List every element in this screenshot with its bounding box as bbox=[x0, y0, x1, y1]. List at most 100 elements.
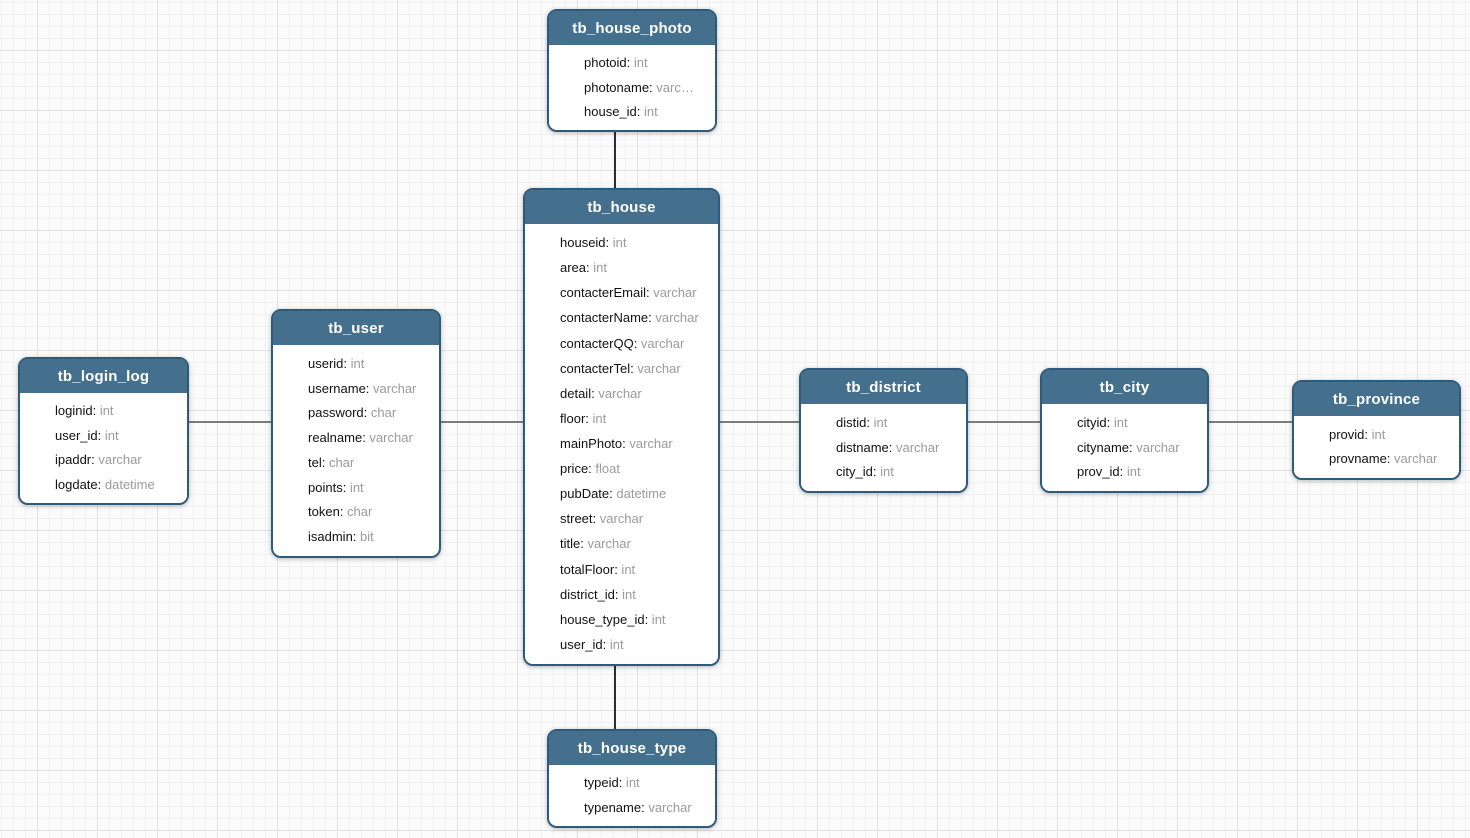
field-type: varc… bbox=[652, 79, 694, 95]
field-name: title: bbox=[560, 536, 584, 552]
field-type: varchar bbox=[1390, 451, 1438, 467]
field-name: user_id: bbox=[560, 636, 607, 652]
field-contacterTel[interactable]: contacterTel: varchar bbox=[560, 361, 712, 377]
field-city_id[interactable]: city_id: int bbox=[836, 464, 960, 480]
connector-tb_login_log-tb_user[interactable] bbox=[189, 421, 271, 423]
field-pubDate[interactable]: pubDate: datetime bbox=[560, 486, 712, 502]
field-type: int bbox=[589, 260, 607, 276]
connector-tb_house_photo-tb_house[interactable] bbox=[614, 132, 616, 188]
field-userid[interactable]: userid: int bbox=[308, 356, 433, 372]
field-user_id[interactable]: user_id: int bbox=[560, 637, 712, 653]
table-tb_house[interactable]: tb_house houseid: int area: int contacterEm… bbox=[523, 188, 720, 666]
field-floor[interactable]: floor: int bbox=[560, 411, 712, 427]
field-detail[interactable]: detail: varchar bbox=[560, 386, 712, 402]
field-name: city_id: bbox=[836, 464, 877, 480]
field-token[interactable]: token: char bbox=[308, 504, 433, 520]
field-name: logdate: bbox=[55, 476, 102, 492]
table-fields: provid: int provname: varchar bbox=[1294, 416, 1459, 478]
field-type: int bbox=[1110, 414, 1128, 430]
field-type: int bbox=[622, 775, 640, 791]
field-password[interactable]: password: char bbox=[308, 405, 433, 421]
field-house_type_id[interactable]: house_type_id: int bbox=[560, 612, 712, 628]
field-type: varchar bbox=[633, 360, 681, 376]
field-street[interactable]: street: varchar bbox=[560, 511, 712, 527]
field-contacterEmail[interactable]: contacterEmail: varchar bbox=[560, 285, 712, 301]
connector-tb_house-tb_district[interactable] bbox=[720, 421, 799, 423]
table-fields: distid: int distname: varchar city_id: int bbox=[801, 404, 966, 491]
field-mainPhoto[interactable]: mainPhoto: varchar bbox=[560, 436, 712, 452]
field-photoid[interactable]: photoid: int bbox=[584, 55, 709, 71]
field-title[interactable]: title: varchar bbox=[560, 536, 712, 552]
field-name: prov_id: bbox=[1077, 464, 1124, 480]
field-contacterName[interactable]: contacterName: varchar bbox=[560, 310, 712, 326]
field-typeid[interactable]: typeid: int bbox=[584, 775, 709, 791]
field-name: photoid: bbox=[584, 55, 631, 71]
field-name: contacterTel: bbox=[560, 360, 634, 376]
field-name: points: bbox=[308, 479, 347, 495]
connector-tb_city-tb_province[interactable] bbox=[1209, 421, 1292, 423]
field-realname[interactable]: realname: varchar bbox=[308, 430, 433, 446]
field-type: varchar bbox=[583, 536, 631, 552]
field-type: varchar bbox=[365, 430, 413, 446]
field-name: area: bbox=[560, 260, 590, 276]
field-type: varchar bbox=[1132, 439, 1180, 455]
field-photoname[interactable]: photoname: varc… bbox=[584, 80, 709, 96]
field-ipaddr[interactable]: ipaddr: varchar bbox=[55, 452, 181, 468]
field-distname[interactable]: distname: varchar bbox=[836, 440, 960, 456]
field-type: int bbox=[617, 561, 636, 577]
field-logdate[interactable]: logdate: datetime bbox=[55, 477, 181, 493]
field-type: datetime bbox=[612, 486, 667, 502]
field-tel[interactable]: tel: char bbox=[308, 455, 433, 471]
field-provid[interactable]: provid: int bbox=[1329, 427, 1453, 443]
field-name: token: bbox=[308, 504, 344, 520]
table-title: tb_house bbox=[525, 190, 718, 224]
field-isadmin[interactable]: isadmin: bit bbox=[308, 529, 433, 545]
field-type: int bbox=[869, 414, 888, 430]
field-type: varchar bbox=[594, 385, 642, 401]
field-name: tel: bbox=[308, 454, 326, 470]
field-points[interactable]: points: int bbox=[308, 480, 433, 496]
field-house_id[interactable]: house_id: int bbox=[584, 104, 709, 120]
field-type: varchar bbox=[892, 439, 940, 455]
field-cityid[interactable]: cityid: int bbox=[1077, 415, 1201, 431]
field-type: int bbox=[609, 235, 627, 251]
field-name: house_type_id: bbox=[560, 611, 649, 627]
field-user_id[interactable]: user_id: int bbox=[55, 428, 181, 444]
field-name: cityid: bbox=[1077, 414, 1111, 430]
field-distid[interactable]: distid: int bbox=[836, 415, 960, 431]
field-type: varchar bbox=[649, 285, 697, 301]
field-type: int bbox=[1123, 464, 1141, 480]
field-provname[interactable]: provname: varchar bbox=[1329, 451, 1453, 467]
field-contacterQQ[interactable]: contacterQQ: varchar bbox=[560, 336, 712, 352]
field-district_id[interactable]: district_id: int bbox=[560, 587, 712, 603]
connector-tb_user-tb_house[interactable] bbox=[441, 421, 523, 423]
field-cityname[interactable]: cityname: varchar bbox=[1077, 440, 1201, 456]
field-type: int bbox=[347, 355, 365, 371]
field-typename[interactable]: typename: varchar bbox=[584, 800, 709, 816]
field-houseid[interactable]: houseid: int bbox=[560, 235, 712, 251]
field-name: street: bbox=[560, 511, 597, 527]
field-name: password: bbox=[308, 405, 368, 421]
field-prov_id[interactable]: prov_id: int bbox=[1077, 464, 1201, 480]
field-area[interactable]: area: int bbox=[560, 260, 712, 276]
field-type: varchar bbox=[644, 799, 692, 815]
field-price[interactable]: price: float bbox=[560, 461, 712, 477]
field-loginid[interactable]: loginid: int bbox=[55, 403, 181, 419]
field-name: user_id: bbox=[55, 427, 102, 443]
connector-tb_house-tb_house_type[interactable] bbox=[614, 666, 616, 729]
field-name: typename: bbox=[584, 799, 645, 815]
field-username[interactable]: username: varchar bbox=[308, 381, 433, 397]
table-fields: typeid: int typename: varchar bbox=[549, 765, 715, 826]
field-name: username: bbox=[308, 380, 370, 396]
field-totalFloor[interactable]: totalFloor: int bbox=[560, 562, 712, 578]
connector-tb_district-tb_city[interactable] bbox=[968, 421, 1040, 423]
field-type: float bbox=[591, 461, 620, 477]
